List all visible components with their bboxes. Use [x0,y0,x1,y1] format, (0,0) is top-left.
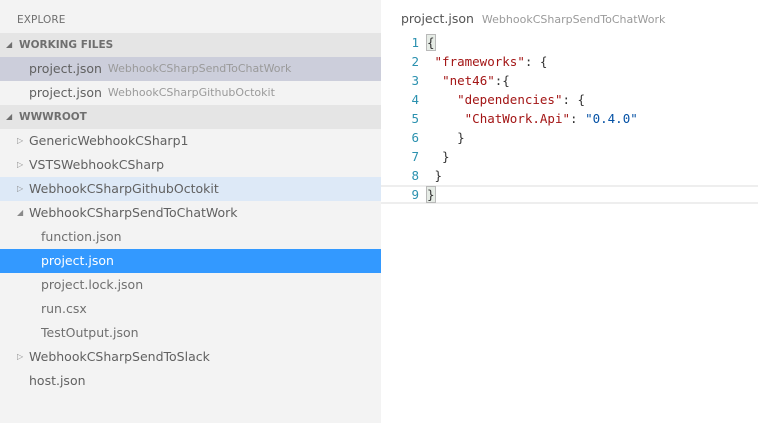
explorer-sidebar: EXPLORE ◢ WORKING FILES project.json Web… [0,0,381,423]
working-files-label: WORKING FILES [19,39,114,51]
json-value: "0.4.0" [585,111,638,126]
folder-item[interactable]: ▷ GenericWebhookCSharp1 [0,129,381,153]
working-file-name: project.json [29,61,102,76]
editor-filename: project.json [401,11,474,26]
code-line-current: 9} [381,185,758,204]
line-number: 5 [411,111,419,126]
working-file-folder: WebhookCSharpSendToChatWork [107,62,292,75]
working-file-item[interactable]: project.json WebhookCSharpGithubOctokit [0,81,381,105]
folder-label: WebhookCSharpSendToSlack [29,349,210,364]
file-item[interactable]: project.lock.json [41,277,144,292]
wwwroot-header[interactable]: ◢ WWWROOT [0,105,381,129]
folder-item[interactable]: ◢ WebhookCSharpSendToChatWork [0,201,381,225]
folder-label: WebhookCSharpGithubOctokit [29,181,219,196]
line-number: 7 [411,149,419,164]
file-item[interactable]: TestOutput.json [41,325,139,340]
code-line: 4 "dependencies": { [381,90,758,109]
bracket-match: { [426,34,436,51]
working-file-name: project.json [29,85,102,100]
wwwroot-label: WWWROOT [19,111,87,123]
line-number: 1 [411,35,419,50]
file-item-selected[interactable]: project.json [0,249,381,273]
bracket-match: } [426,186,436,203]
folder-label: GenericWebhookCSharp1 [29,133,189,148]
code-area[interactable]: 1{ 2 "frameworks": { 3 "net46":{ 4 "depe… [381,33,758,204]
folder-label: VSTSWebhookCSharp [29,157,165,172]
chevron-down-icon: ◢ [17,208,24,217]
line-number: 9 [411,187,419,202]
editor-title: project.json WebhookCSharpSendToChatWork [401,11,665,26]
chevron-right-icon: ▷ [17,136,24,145]
code-line: 2 "frameworks": { [381,52,758,71]
working-file-folder: WebhookCSharpGithubOctokit [107,86,275,99]
chevron-right-icon: ▷ [17,184,24,193]
code-line: 3 "net46":{ [381,71,758,90]
code-line: 1{ [381,33,758,52]
json-key: "ChatWork.Api" [464,111,570,126]
working-files-header[interactable]: ◢ WORKING FILES [0,33,381,57]
code-line: 5 "ChatWork.Api": "0.4.0" [381,109,758,128]
line-number: 3 [411,73,419,88]
file-item[interactable]: function.json [41,229,122,244]
chevron-down-icon: ◢ [6,40,13,49]
file-item[interactable]: run.csx [41,301,87,316]
chevron-down-icon: ◢ [6,112,13,121]
line-number: 6 [411,130,419,145]
code-line: 7 } [381,147,758,166]
code-line: 6 } [381,128,758,147]
working-file-item[interactable]: project.json WebhookCSharpSendToChatWork [0,57,381,81]
folder-item[interactable]: ▷ VSTSWebhookCSharp [0,153,381,177]
explore-title: EXPLORE [17,14,66,26]
chevron-right-icon: ▷ [17,160,24,169]
line-number: 8 [411,168,419,183]
line-number: 4 [411,92,419,107]
editor-folder: WebhookCSharpSendToChatWork [481,13,666,26]
chevron-right-icon: ▷ [17,352,24,361]
line-number: 2 [411,54,419,69]
code-line: 8 } [381,166,758,185]
folder-item[interactable]: ▷ WebhookCSharpGithubOctokit [0,177,381,201]
json-key: "net46" [442,73,495,88]
folder-item[interactable]: ▷ WebhookCSharpSendToSlack [0,345,381,369]
editor-pane: project.json WebhookCSharpSendToChatWork… [381,0,758,423]
folder-label: WebhookCSharpSendToChatWork [29,205,238,220]
json-key: "dependencies" [457,92,563,107]
json-key: "frameworks" [434,54,525,69]
file-item[interactable]: host.json [29,373,86,388]
